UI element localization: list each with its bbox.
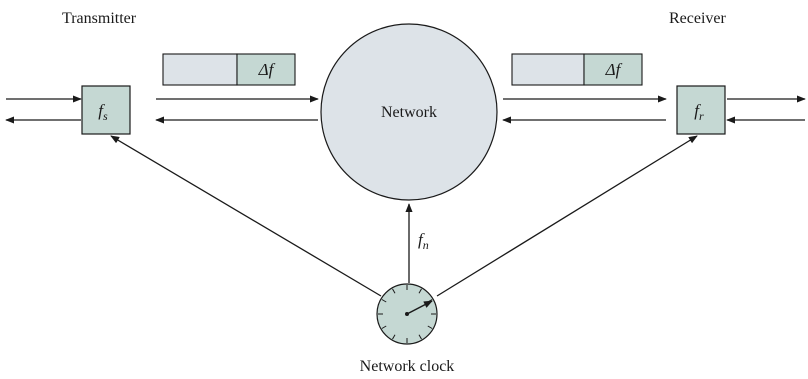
transmitter-label: Transmitter <box>62 10 137 27</box>
receiver-frequency-label: fr <box>694 101 704 123</box>
receiver-label: Receiver <box>669 10 727 27</box>
sender-frequency-block <box>81 85 131 135</box>
clock-tick <box>427 325 433 329</box>
receiver-frequency-block <box>676 85 726 135</box>
right-buffer-delta <box>583 53 643 86</box>
clock-to-sender-arrow <box>110 135 382 297</box>
network-clock-label: Network clock <box>360 358 455 375</box>
clock-tick <box>381 325 387 329</box>
left-buffer-delta <box>236 53 296 86</box>
clock-tick <box>418 288 422 294</box>
clock-tick <box>392 288 396 294</box>
clock-tick <box>381 299 387 303</box>
right-buffer-delta-label: Δf <box>605 60 623 79</box>
clock-tick <box>392 334 396 340</box>
clock-tick <box>418 334 422 340</box>
network-frequency-label: fn <box>418 230 429 252</box>
network-circle <box>320 23 498 201</box>
network-label: Network <box>381 104 437 121</box>
network-clock-icon <box>376 283 438 345</box>
right-buffer-empty <box>511 53 585 86</box>
left-buffer-delta-label: Δf <box>258 60 276 79</box>
left-buffer-empty <box>162 53 238 86</box>
sender-frequency-label: fs <box>98 101 108 123</box>
clock-to-receiver-arrow <box>436 135 698 297</box>
